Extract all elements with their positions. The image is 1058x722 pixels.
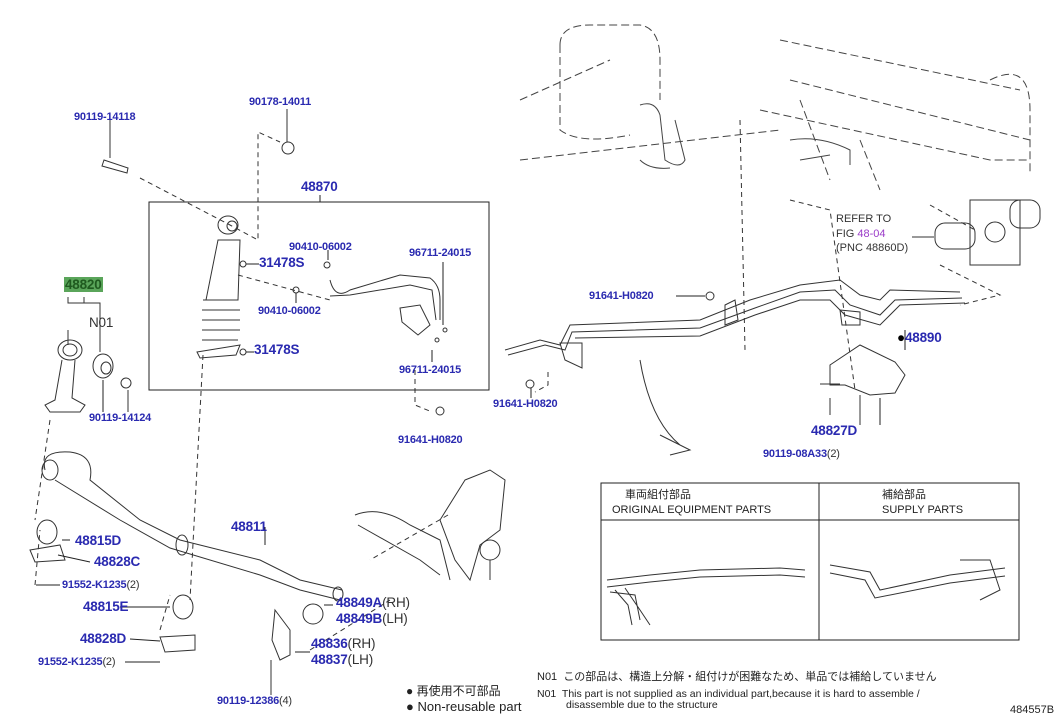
note-jp-text: この部品は、構造上分解・組付けが困難なため、単品では補給していません <box>563 671 937 683</box>
callout-48815d[interactable]: 48815D <box>75 533 122 548</box>
callout-48849b-text: 48849B <box>336 611 383 626</box>
diagram-id: 484557B <box>1010 704 1055 716</box>
table-line-drawings <box>606 559 1006 626</box>
hydraulic-lines-drawing <box>504 279 966 369</box>
callout-90119-12386[interactable]: 90119-12386(4) <box>217 695 292 708</box>
quantity: (4) <box>279 695 292 707</box>
callout-48890-text: 48890 <box>904 330 942 345</box>
assembly-box-48870 <box>148 201 490 391</box>
callout-48827d[interactable]: 48827D <box>811 423 858 438</box>
note-n01-en: N01 This part is not supplied as an indi… <box>537 688 920 700</box>
side-lh: (LH) <box>347 652 374 667</box>
refer-fig-prefix: FIG <box>836 228 858 240</box>
lower-arm-drawing <box>354 469 506 582</box>
note-code: N01 <box>537 671 558 683</box>
note-code-n01: N01 <box>89 315 114 330</box>
callout-48811[interactable]: 48811 <box>231 519 267 534</box>
legend-jp: ● 再使用不可部品 <box>406 685 501 697</box>
callout-90119-08a33[interactable]: 90119-08A33(2) <box>763 448 840 461</box>
callout-31478s-a[interactable]: 31478S <box>259 255 305 270</box>
callout-91552-k1235-b-text: 91552-K1235 <box>38 656 103 668</box>
parts-table-frame <box>600 482 1020 641</box>
callout-48849a-text: 48849A <box>336 595 383 610</box>
callout-91552-k1235-b[interactable]: 91552-K1235(2) <box>38 656 116 669</box>
leader-dashes <box>34 119 1002 651</box>
stabilizer-bar-drawing <box>29 451 344 661</box>
legend-jp-text: 再使用不可部品 <box>416 684 501 698</box>
callout-48870[interactable]: 48870 <box>301 179 338 194</box>
bolt-drawings <box>101 109 831 695</box>
table-col2-en: SUPPLY PARTS <box>882 504 964 516</box>
callout-90119-14118[interactable]: 90119-14118 <box>74 111 136 123</box>
refer-fig-link[interactable]: 48-04 <box>857 228 886 240</box>
callout-48836[interactable]: 48836(RH) <box>311 636 376 651</box>
side-rh: (RH) <box>382 595 410 610</box>
leader-lines <box>36 250 906 663</box>
callout-48837-text: 48837 <box>311 652 348 667</box>
callout-48849b[interactable]: 48849B(LH) <box>336 611 408 626</box>
callout-91641-h0820-c[interactable]: 91641-H0820 <box>493 398 558 410</box>
refer-pnc: (PNC 48860D) <box>836 242 909 254</box>
callout-90119-12386-text: 90119-12386 <box>217 695 280 707</box>
quantity: (2) <box>126 579 140 591</box>
callout-48820[interactable]: 48820 <box>64 277 103 292</box>
refer-text-line1: REFER TO <box>836 213 892 225</box>
actuator-drawing <box>912 199 1041 266</box>
protector-drawing <box>820 344 906 425</box>
callout-48837[interactable]: 48837(LH) <box>311 652 374 667</box>
bullet-icon: ● <box>406 699 414 714</box>
callout-96711-24015-b[interactable]: 96711-24015 <box>399 364 462 376</box>
callout-90410-06002-a[interactable]: 90410-06002 <box>289 241 352 253</box>
frame-solid <box>639 103 851 169</box>
note-n01-jp: N01 この部品は、構造上分解・組付けが困難なため、単品では補給していません <box>537 671 937 683</box>
callout-90410-06002-b[interactable]: 90410-06002 <box>258 305 321 317</box>
legend-en-text: Non-reusable part <box>417 699 522 714</box>
callout-48815e[interactable]: 48815E <box>83 599 129 614</box>
note-en-line1: This part is not supplied as an individu… <box>561 688 920 700</box>
callout-91641-h0820-a[interactable]: 91641-H0820 <box>398 434 463 446</box>
callout-96711-24015-a[interactable]: 96711-24015 <box>409 247 472 259</box>
table-col1-en: ORIGINAL EQUIPMENT PARTS <box>612 504 772 516</box>
callout-90178-14011[interactable]: 90178-14011 <box>249 96 312 108</box>
side-rh: (RH) <box>347 636 376 651</box>
refer-fig-line: FIG 48-04 <box>836 228 886 240</box>
bullet-icon: ● <box>406 684 414 698</box>
callout-48828c[interactable]: 48828C <box>94 554 141 569</box>
stabilizer-link-drawing <box>44 297 132 413</box>
callout-48849a[interactable]: 48849A(RH) <box>336 595 410 610</box>
table-col1-jp: 車両組付部品 <box>625 489 691 501</box>
callout-48820-text: 48820 <box>64 277 103 292</box>
quantity: (2) <box>826 448 840 460</box>
callout-91552-k1235-a-text: 91552-K1235 <box>62 579 127 591</box>
note-en-line2: disassemble due to the structure <box>566 699 718 711</box>
callout-90119-08a33-text: 90119-08A33 <box>763 448 827 460</box>
callout-91552-k1235-a[interactable]: 91552-K1235(2) <box>62 579 140 592</box>
callout-48836-text: 48836 <box>311 636 348 651</box>
side-lh: (LH) <box>382 611 408 626</box>
shock-absorber-drawing <box>196 215 331 359</box>
quantity: (2) <box>102 656 116 668</box>
callout-90119-14124[interactable]: 90119-14124 <box>89 412 152 424</box>
frame-drawing <box>519 24 1031 191</box>
callout-91641-h0820-b[interactable]: 91641-H0820 <box>589 290 654 302</box>
table-col2-jp: 補給部品 <box>882 489 926 501</box>
callout-48890[interactable]: ●48890 <box>897 330 942 345</box>
detail-arrow <box>639 359 692 456</box>
callout-31478s-b[interactable]: 31478S <box>254 342 300 357</box>
non-reusable-bullet-icon: ● <box>897 330 905 345</box>
hose-small-drawing <box>329 274 448 343</box>
callout-48828d[interactable]: 48828D <box>80 631 127 646</box>
note-code: N01 <box>537 688 557 700</box>
legend-en: ● Non-reusable part <box>406 699 522 714</box>
